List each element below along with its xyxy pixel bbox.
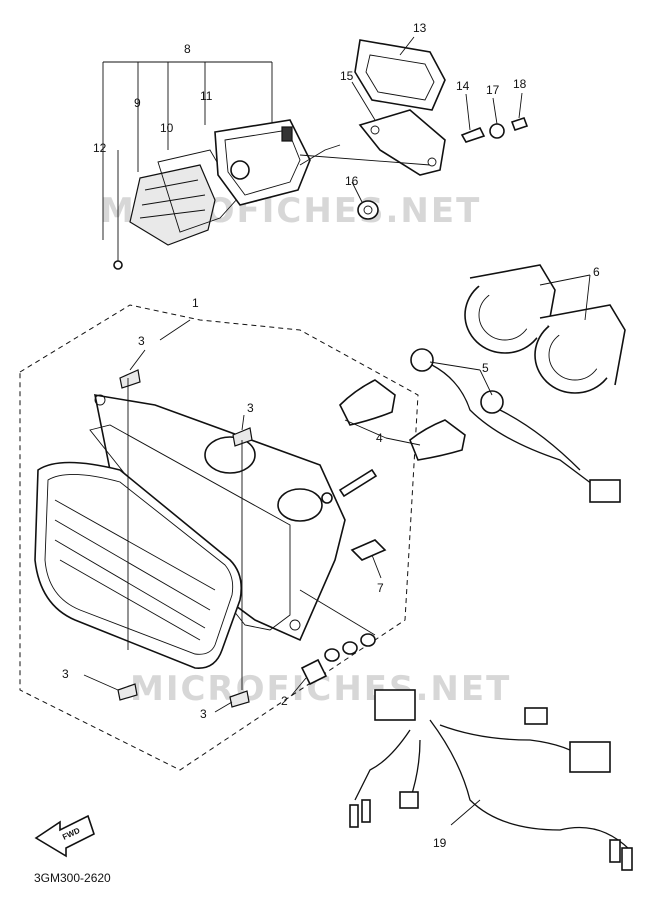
callout-17: 17 bbox=[486, 83, 500, 97]
headlight-unit-outline bbox=[19, 304, 419, 771]
callout-12: 12 bbox=[93, 141, 107, 155]
cover-plate bbox=[354, 39, 446, 111]
callout-9: 9 bbox=[134, 96, 141, 110]
callout-14: 14 bbox=[456, 79, 470, 93]
connector-bottom bbox=[399, 791, 419, 809]
callout-3-bottom-left: 3 bbox=[62, 667, 69, 681]
callout-3-top-right: 3 bbox=[247, 401, 254, 415]
bolt-7 bbox=[350, 539, 387, 561]
clip-top-right bbox=[232, 427, 253, 447]
callout-18: 18 bbox=[513, 77, 527, 91]
connector-main bbox=[374, 689, 416, 721]
callout-7: 7 bbox=[377, 581, 384, 595]
bracket-assembly bbox=[299, 39, 529, 220]
grommet-16 bbox=[357, 200, 379, 220]
position-lamp-assembly bbox=[102, 61, 341, 270]
clips bbox=[117, 369, 253, 708]
leader-lines bbox=[83, 36, 591, 826]
socket-2 bbox=[300, 658, 328, 686]
callout-19: 19 bbox=[433, 836, 447, 850]
forward-arrow-icon: FWD bbox=[34, 814, 95, 858]
callout-16: 16 bbox=[345, 174, 359, 188]
screw-18 bbox=[510, 116, 529, 132]
adjust-screw bbox=[338, 468, 378, 498]
headlight-unit bbox=[34, 394, 378, 669]
wire-harness bbox=[349, 689, 633, 871]
bulb-upper bbox=[339, 379, 396, 426]
nut-17 bbox=[489, 123, 505, 139]
dust-covers bbox=[464, 264, 626, 394]
bolt-14 bbox=[460, 126, 486, 143]
callout-8: 8 bbox=[184, 42, 191, 56]
bolt-and-washers bbox=[299, 539, 387, 662]
callout-1: 1 bbox=[192, 296, 199, 310]
callout-10: 10 bbox=[160, 121, 174, 135]
diagram-code: 3GM300-2620 bbox=[34, 871, 111, 885]
callout-13: 13 bbox=[413, 21, 427, 35]
callout-3-bottom-right: 3 bbox=[200, 707, 207, 721]
callout-3-top-left: 3 bbox=[138, 334, 145, 348]
bulbs-and-sockets bbox=[339, 348, 621, 503]
screw-12 bbox=[113, 260, 123, 270]
bulb-lower bbox=[409, 419, 466, 461]
callout-11: 11 bbox=[200, 89, 213, 103]
clip-bottom-left bbox=[117, 683, 138, 701]
connector-small bbox=[524, 707, 548, 725]
connector-relay bbox=[569, 741, 611, 773]
callout-6: 6 bbox=[593, 265, 600, 279]
callout-15: 15 bbox=[340, 69, 354, 83]
clip-top-left bbox=[119, 369, 141, 389]
bracket bbox=[358, 109, 446, 176]
headlight-lens bbox=[34, 461, 243, 669]
callout-5: 5 bbox=[482, 361, 489, 375]
clip-bottom-right bbox=[229, 690, 250, 708]
callout-numbers: 1 2 3 3 3 3 4 5 6 7 8 9 10 11 12 13 14 1… bbox=[62, 21, 600, 850]
callout-2: 2 bbox=[281, 694, 288, 708]
callout-4: 4 bbox=[376, 431, 383, 445]
socket-upper bbox=[410, 348, 434, 372]
lamp-lens bbox=[129, 164, 216, 246]
socket-lower bbox=[480, 390, 504, 414]
connector-6pin bbox=[589, 479, 621, 503]
lamp-bulb bbox=[230, 160, 250, 180]
